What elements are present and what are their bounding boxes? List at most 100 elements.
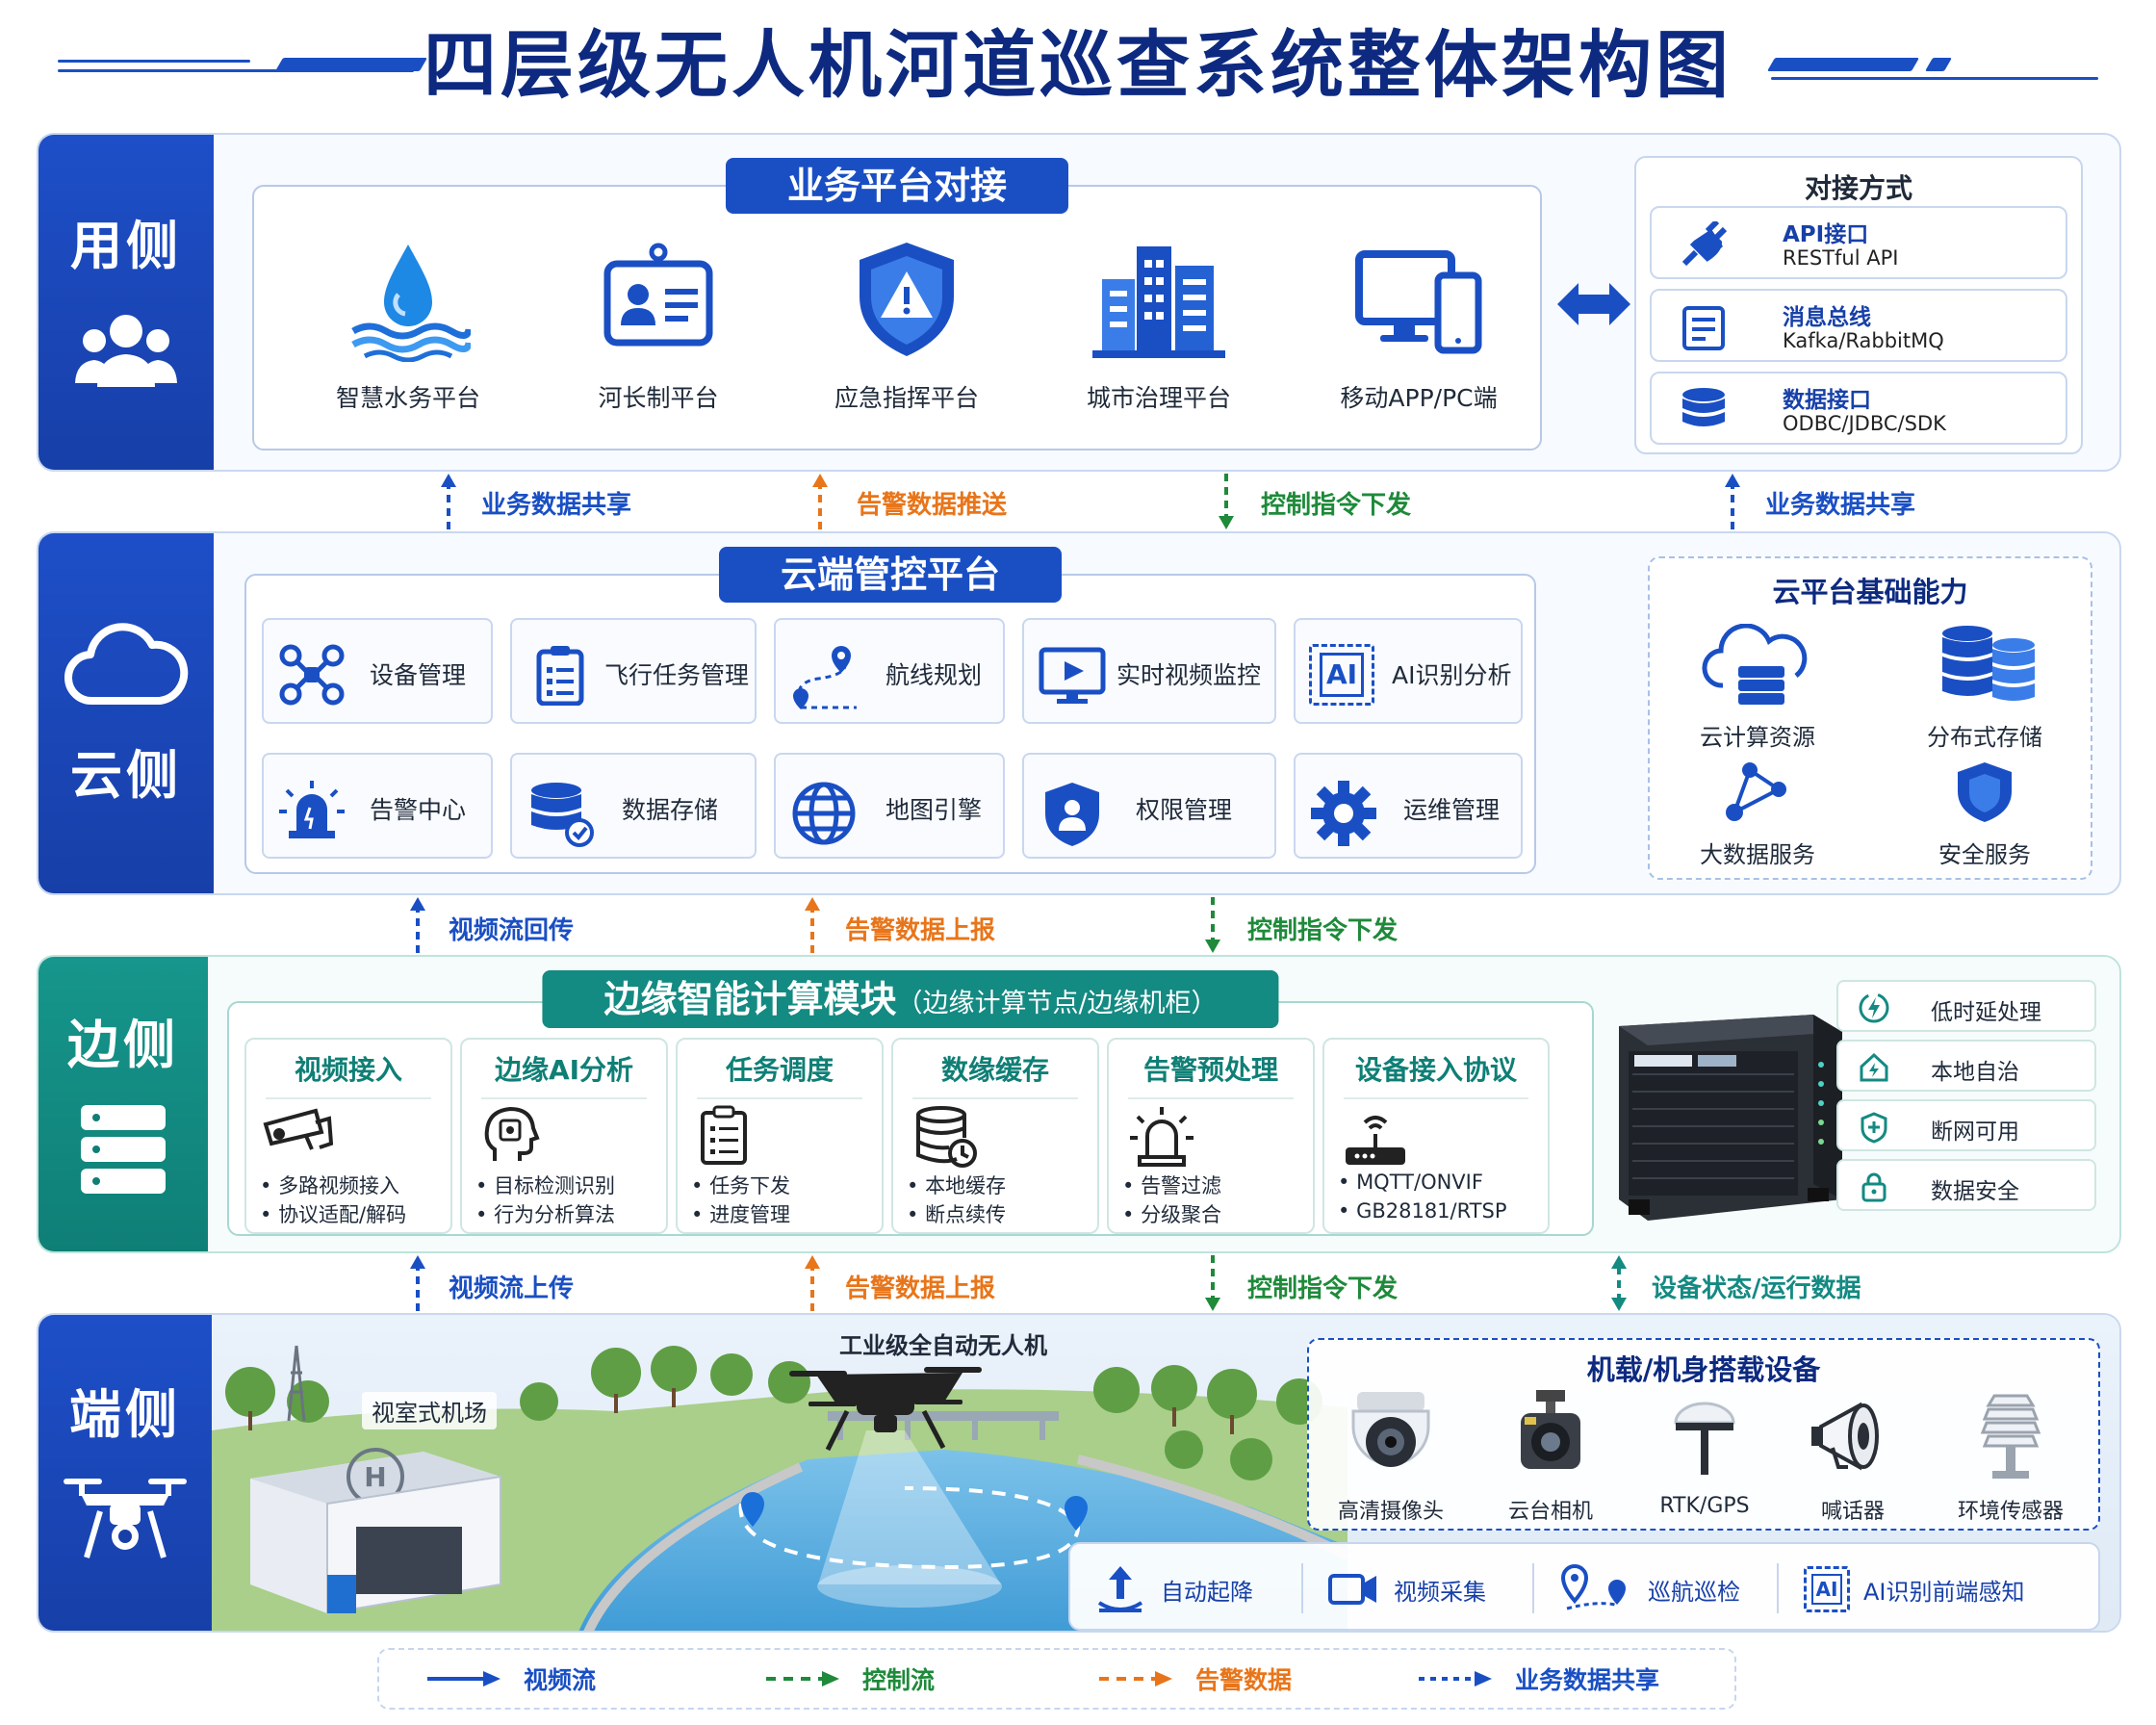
cloud-server-icon [1702,623,1808,705]
edge-module-video-access[interactable]: 视频接入 • 多路视频接入 • 协议适配/解码 [244,1038,452,1234]
users-icon [75,315,177,387]
edge-module-title: 边缘AI分析 [494,1054,634,1086]
legend-dashed-arrow [1099,1671,1172,1686]
module-label: 数据存储 [622,796,719,824]
flow-label: 业务数据共享 [481,491,632,520]
device-label: 高清摄像头 [1337,1500,1444,1524]
flow-label: 视频流上传 [449,1274,575,1303]
legend: 视频流 控制流 告警数据 业务数据共享 [377,1648,1736,1710]
platform-river-chief[interactable]: 河长制平台 [543,237,774,414]
drone-label: 工业级全自动无人机 [839,1332,1047,1359]
house-bolt-icon [1860,1052,1888,1082]
edge-module-ai[interactable]: 边缘AI分析 • 目标检测识别 • 行为分析算法 [460,1038,668,1234]
ai-badge: AI [1810,1574,1843,1605]
clipboard-list-icon [701,1105,747,1165]
module-operations[interactable]: 运维管理 [1294,753,1523,859]
edge-server-cabinet-image [1619,1015,1842,1221]
route-pins-icon [1560,1563,1626,1610]
megaphone-icon [1811,1402,1879,1471]
device-label: 喊话器 [1820,1500,1885,1524]
flow-arrow-up [441,474,456,529]
feature-low-latency[interactable]: 低时延处理 [1836,980,2096,1032]
function-label: AI识别前端感知 [1863,1578,2025,1606]
edge-module-title: 告警预处理 [1142,1054,1278,1086]
page-title: 四层级无人机河道巡查系统整体架构图 [424,22,1732,108]
feature-local-autonomy[interactable]: 本地自治 [1836,1040,2096,1092]
platform-city-governance[interactable]: 城市治理平台 [1043,237,1274,414]
edge-module-item: • 进度管理 [691,1203,791,1226]
module-permission[interactable]: 权限管理 [1022,753,1276,859]
legend-label: 业务数据共享 [1515,1666,1660,1694]
capability-security[interactable]: 安全服务 [1879,760,2091,869]
flow-arrow-up [805,897,820,953]
user-layer-side: 用侧 [38,135,214,470]
lightning-circle-icon [1859,992,1889,1023]
device-rtk-gps[interactable]: RTK/GPS [1632,1388,1777,1518]
module-label: 运维管理 [1403,796,1501,824]
flow-label: 告警数据推送 [857,491,1008,520]
interface-data[interactable]: 数据接口 ODBC/JDBC/SDK [1650,372,2067,445]
interface-api[interactable]: API接口 RESTful API [1650,206,2067,279]
cloud-capabilities-title: 云平台基础能力 [1772,576,1968,608]
edge-module-title: 设备接入协议 [1354,1054,1517,1086]
module-map-engine[interactable]: 地图引擎 [774,753,1005,859]
edge-module-protocol[interactable]: 设备接入协议 • MQTT/ONVIF • GB28181/RTSP [1322,1038,1550,1234]
plug-icon [1681,221,1728,267]
ai-head-icon [484,1106,540,1161]
edge-layer: 边侧 边缘智能计算模块（边缘计算节点/边缘机柜） 视频接入 • 多路视频接入 •… [37,955,2121,1253]
module-flight-task[interactable]: 飞行任务管理 [510,618,757,724]
platform-label: 河长制平台 [598,384,719,412]
platform-emergency[interactable]: 应急指挥平台 [791,237,1022,414]
water-drop-icon [351,245,471,362]
edge-module-cache[interactable]: 数缘缓存 • 本地缓存 • 断点续传 [891,1038,1099,1234]
device-loudspeaker[interactable]: 喊话器 [1781,1388,1925,1525]
function-ai-perception[interactable]: AI AI识别前端感知 [1804,1556,2025,1623]
flow-label: 控制指令下发 [1247,1274,1399,1303]
module-label: 权限管理 [1136,796,1233,824]
edge-module-alarm-preprocess[interactable]: 告警预处理 • 告警过滤 • 分级聚合 [1107,1038,1315,1234]
feature-data-security[interactable]: 数据安全 [1836,1159,2096,1211]
device-environment-sensor[interactable]: 环境传感器 [1938,1388,2083,1525]
device-label: 云台相机 [1507,1500,1593,1524]
cloud-icon [64,623,189,705]
cctv-camera-icon [263,1108,334,1150]
module-device-management[interactable]: 设备管理 [262,618,493,724]
capability-big-data[interactable]: 大数据服务 [1652,760,1863,869]
edge-module-item: • 告警过滤 [1122,1174,1222,1197]
capability-label: 云计算资源 [1700,724,1815,751]
legend-item-video-stream: 视频流 [425,1650,596,1708]
siren-icon [279,781,345,838]
platform-smart-water[interactable]: 智慧水务平台 [293,237,524,414]
device-hd-camera[interactable]: 高清摄像头 [1319,1388,1463,1525]
title-decoration-right-bar [1766,58,1920,71]
function-video-capture[interactable]: 视频采集 [1326,1556,1486,1623]
module-label: 实时视频监控 [1116,661,1262,689]
interface-message-bus[interactable]: 消息总线 Kafka/RabbitMQ [1650,289,2067,362]
capability-distributed-storage[interactable]: 分布式存储 [1879,624,2091,752]
module-data-storage[interactable]: 数据存储 [510,753,757,859]
edge-module-scheduling[interactable]: 任务调度 • 任务下发 • 进度管理 [676,1038,884,1234]
device-gimbal-camera[interactable]: 云台相机 [1478,1388,1623,1525]
legend-label: 控制流 [862,1666,936,1694]
function-auto-takeoff-landing[interactable]: 自动起降 [1093,1556,1253,1623]
cloud-control-title: 云端管控平台 [718,547,1063,603]
module-label: 地图引擎 [886,796,983,824]
function-cruise-inspection[interactable]: 巡航巡检 [1557,1556,1740,1623]
flow-label: 告警数据上报 [845,916,996,945]
module-route-planning[interactable]: 航线规划 [774,618,1005,724]
feature-offline-available[interactable]: 断网可用 [1836,1099,2096,1151]
module-realtime-video[interactable]: 实时视频监控 [1022,618,1276,724]
platform-mobile-pc[interactable]: 移动APP/PC端 [1303,237,1534,414]
capability-cloud-computing[interactable]: 云计算资源 [1652,623,1863,752]
feature-label: 数据安全 [1931,1179,2019,1204]
module-ai-analysis[interactable]: AI AI识别分析 [1294,618,1523,724]
edge-module-title: 视频接入 [294,1054,402,1086]
edge-module-title: 数缘缓存 [940,1054,1049,1086]
module-label: 航线规划 [886,661,983,689]
svg-text:H: H [364,1461,386,1493]
alarm-light-icon [1130,1107,1194,1167]
module-alarm-center[interactable]: 告警中心 [262,753,493,859]
flow-label: 业务数据共享 [1765,491,1916,520]
terminal-layer-side: 端侧 [38,1315,212,1631]
message-doc-icon [1682,306,1725,350]
